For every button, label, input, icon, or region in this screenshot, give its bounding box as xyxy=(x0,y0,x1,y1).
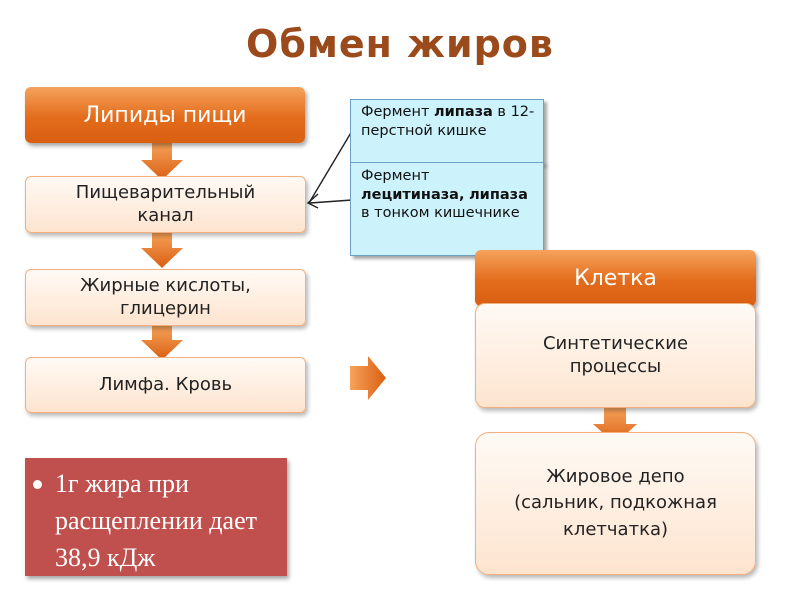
lipids-food-header: Липиды пищи xyxy=(25,87,305,143)
enzyme-lecithinase-callout: Фермент лецитиназа, липаза в тонком кише… xyxy=(350,162,544,256)
page-title: Обмен жиров xyxy=(246,22,554,66)
energy-fact-box: 1г жира при расщеплении дает 38,9 кДж xyxy=(25,458,287,576)
down-arrow-2 xyxy=(141,232,183,268)
down-arrow-3 xyxy=(141,326,183,360)
callout-pointer-line-1 xyxy=(308,130,353,204)
callout-pointer-arrowhead xyxy=(306,193,319,209)
bullet-icon xyxy=(33,480,42,489)
digestive-tract-box: Пищеварительный канал xyxy=(25,176,306,233)
synthetic-processes-box: Синтетические процессы xyxy=(475,303,756,408)
fat-depot-box: Жировое депо (сальник, подкожная клетчат… xyxy=(475,432,756,575)
down-arrow-1 xyxy=(141,143,183,180)
down-arrow-right xyxy=(593,408,637,444)
fatty-acids-box: Жирные кислоты, глицерин xyxy=(25,269,306,326)
right-arrow xyxy=(350,356,386,400)
enzyme-lipase-callout: Фермент липаза в 12-перстной кишке xyxy=(350,99,544,164)
cell-header: Клетка xyxy=(475,250,756,306)
callout-pointer-line-2 xyxy=(309,199,353,204)
lymph-blood-box: Лимфа. Кровь xyxy=(25,357,306,413)
